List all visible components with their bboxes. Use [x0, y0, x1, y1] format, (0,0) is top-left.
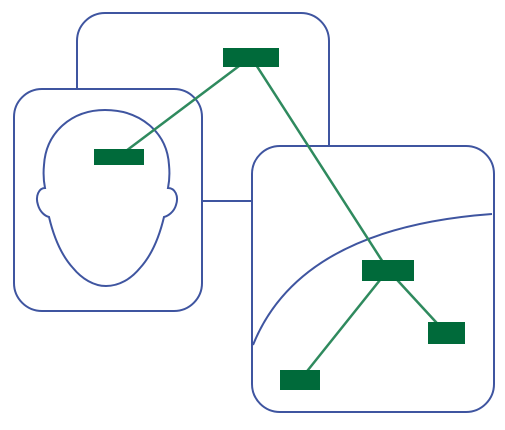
- face-panel: [13, 88, 203, 312]
- node-face: [94, 149, 144, 165]
- node-hub: [362, 260, 414, 281]
- node-leaf-right: [428, 322, 465, 344]
- curve-divider: [252, 213, 493, 346]
- link-root-to-face-node: [117, 56, 252, 158]
- link-root-to-hub-node: [249, 56, 390, 271]
- diagram-nodes: [94, 48, 465, 390]
- link-hub-to-leaf-left: [299, 269, 389, 381]
- node-leaf-left: [280, 370, 320, 390]
- node-root: [223, 48, 279, 67]
